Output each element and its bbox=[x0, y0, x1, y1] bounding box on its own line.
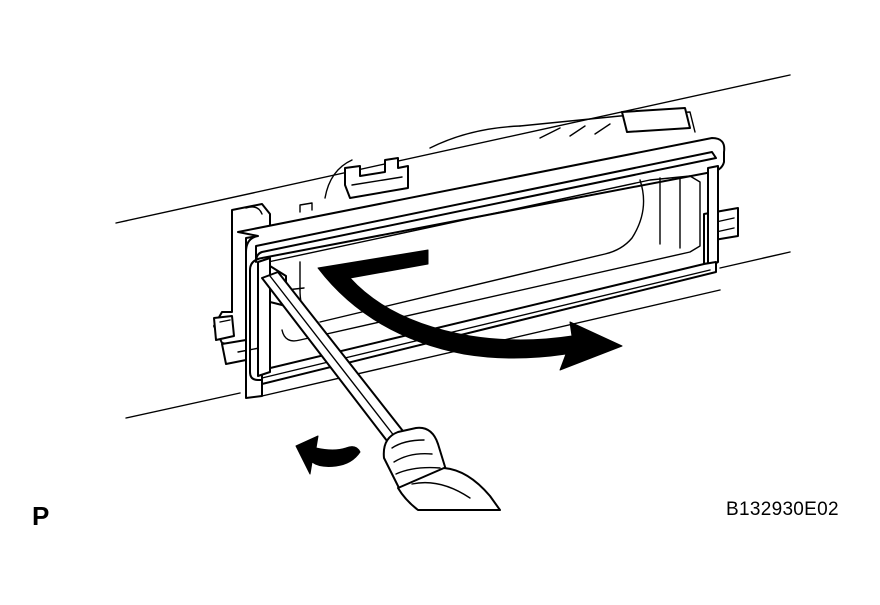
corner-label: P bbox=[32, 501, 50, 531]
rear-mechanism bbox=[299, 107, 696, 213]
figure-code: B132930E02 bbox=[726, 499, 839, 520]
bezel-frame bbox=[237, 137, 726, 399]
rotation-arrow-icon bbox=[295, 435, 361, 475]
housing-left-bracket bbox=[213, 203, 271, 365]
screwdriver-icon bbox=[261, 271, 501, 511]
pull-arrow-icon bbox=[317, 249, 623, 371]
bezel-pocket bbox=[267, 175, 701, 342]
